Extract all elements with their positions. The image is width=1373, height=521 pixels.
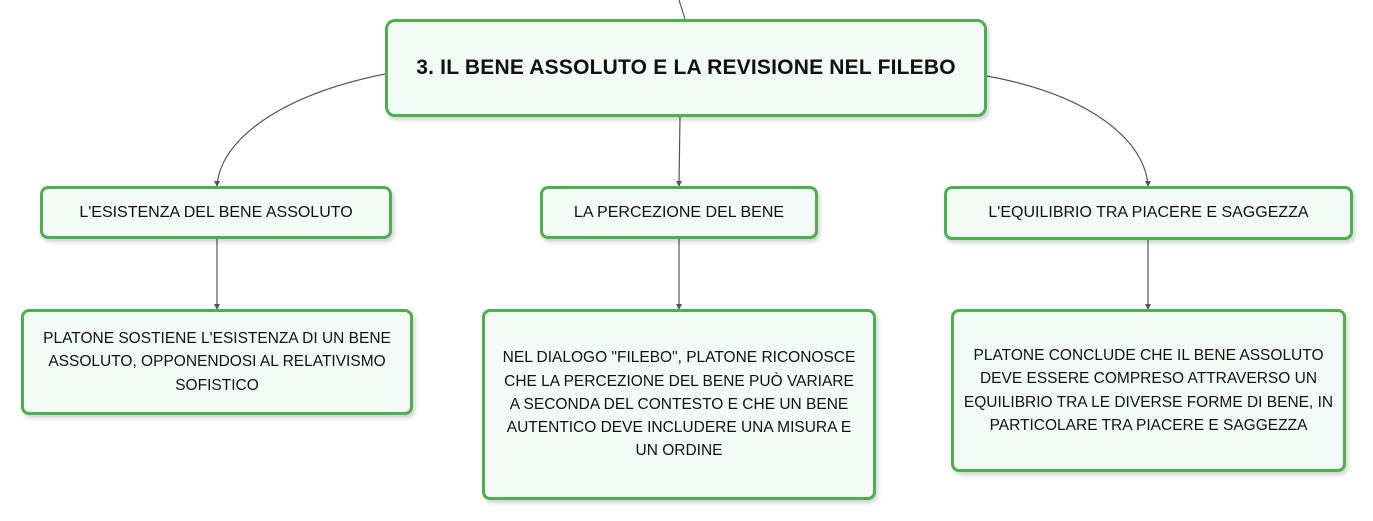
connector-top-incoming	[678, 0, 686, 20]
connector-root-to-branch-1	[216, 73, 386, 187]
connector-root-to-branch-3	[986, 75, 1149, 187]
connector-root-to-branch-2	[678, 116, 681, 187]
branch-node-existence[interactable]: L'ESISTENZA DEL BENE ASSOLUTO	[40, 186, 392, 239]
branch-node-perception[interactable]: LA PERCEZIONE DEL BENE	[540, 186, 818, 239]
root-topic-title: 3. IL BENE ASSOLUTO E LA REVISIONE NEL F…	[416, 56, 956, 79]
branch-label: LA PERCEZIONE DEL BENE	[573, 203, 785, 221]
detail-node-balance[interactable]: PLATONE CONCLUDE CHE IL BENE ASSOLUTO DE…	[951, 309, 1346, 472]
branch-label: L'EQUILIBRIO TRA PIACERE E SAGGEZZA	[988, 204, 1309, 221]
branch-node-balance[interactable]: L'EQUILIBRIO TRA PIACERE E SAGGEZZA	[944, 186, 1353, 240]
root-topic-node[interactable]: 3. IL BENE ASSOLUTO E LA REVISIONE NEL F…	[385, 19, 987, 117]
detail-text: NEL DIALOGO "FILEBO", PLATONE RICONOSCE …	[502, 349, 856, 460]
branch-label: L'ESISTENZA DEL BENE ASSOLUTO	[79, 203, 353, 221]
detail-node-existence[interactable]: PLATONE SOSTIENE L'ESISTENZA DI UN BENE …	[21, 309, 413, 415]
detail-node-perception[interactable]: NEL DIALOGO "FILEBO", PLATONE RICONOSCE …	[482, 309, 876, 500]
detail-text: PLATONE CONCLUDE CHE IL BENE ASSOLUTO DE…	[963, 347, 1334, 434]
detail-text: PLATONE SOSTIENE L'ESISTENZA DI UN BENE …	[43, 330, 391, 394]
